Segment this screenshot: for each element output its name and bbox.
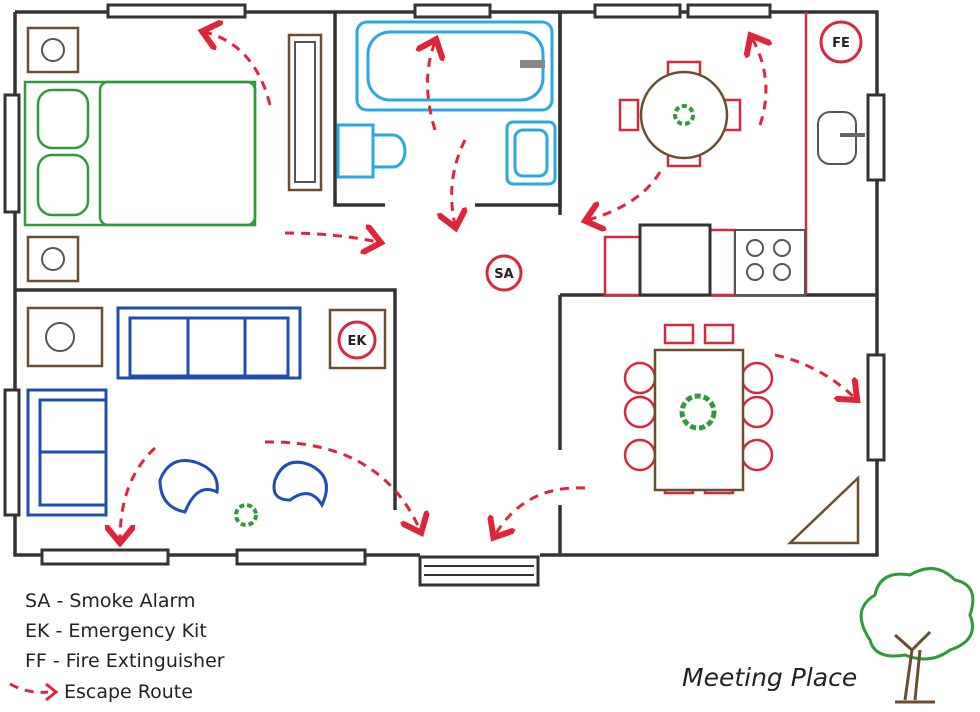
kitchen [603, 60, 865, 297]
legend-escape-route: Escape Route [64, 681, 193, 703]
dining-room [623, 323, 860, 545]
round-table-icon [618, 60, 742, 168]
laundry-sink-icon [817, 111, 865, 165]
bedroom [23, 26, 323, 283]
armchair-icon [26, 388, 108, 517]
legend-item: SA - Smoke Alarm [25, 590, 196, 612]
bed-icon [23, 80, 257, 227]
smoke-alarm-badge: SA [485, 254, 523, 292]
front-door-steps [418, 555, 540, 587]
meeting-place: Meeting Place [682, 567, 975, 704]
emergency-kit-badge: EK [337, 320, 377, 360]
stove-icon [734, 229, 806, 296]
bathroom [336, 20, 557, 186]
dining-table-icon [623, 323, 774, 495]
windows [3, 3, 886, 566]
svg-text:EK: EK [348, 334, 368, 349]
legend-item: FF - Fire Extinguisher [25, 650, 225, 672]
sofa-icon [116, 306, 302, 380]
escape-routes [120, 32, 855, 540]
svg-text:FE: FE [832, 36, 850, 51]
fire-extinguisher-badge: FE [819, 20, 863, 64]
living-room [26, 306, 387, 527]
legend-item: EK - Emergency Kit [25, 620, 207, 642]
tree-icon [859, 567, 975, 704]
svg-text:SA: SA [494, 267, 513, 282]
legend: SA - Smoke Alarm EK - Emergency Kit FF -… [9, 590, 225, 703]
meeting-place-label: Meeting Place [682, 663, 857, 692]
